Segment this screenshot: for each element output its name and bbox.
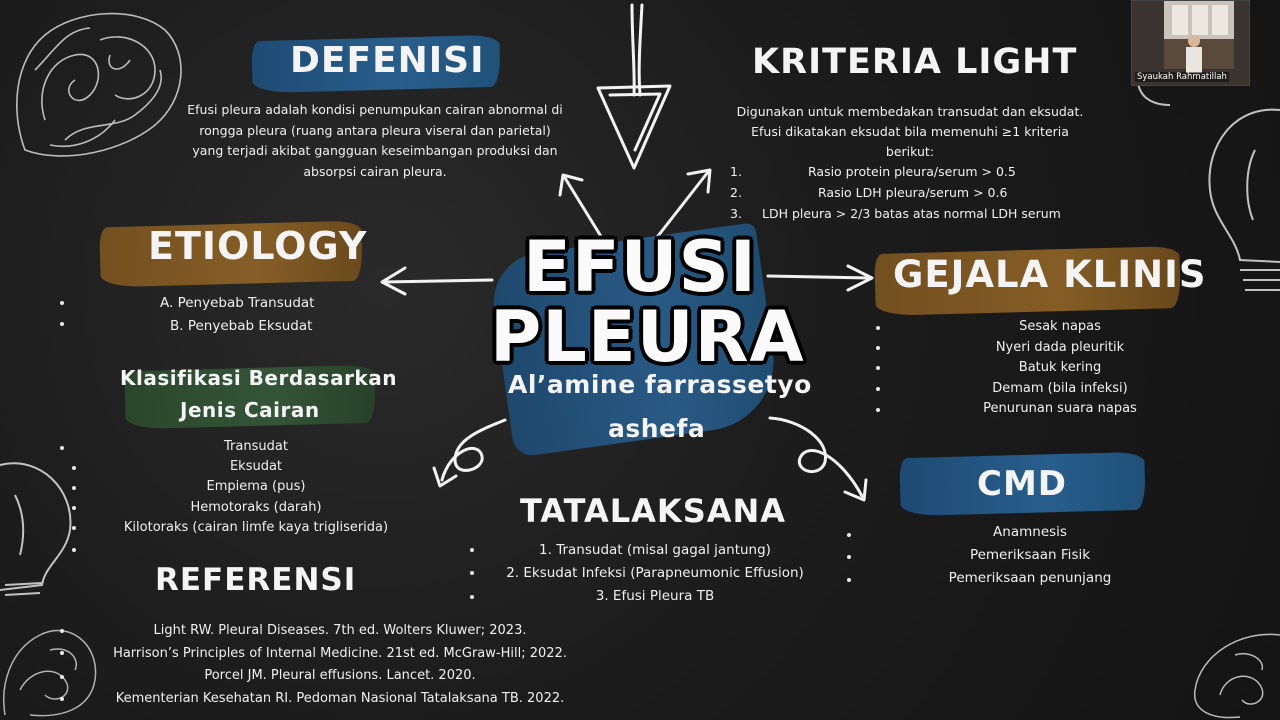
klasifikasi-heading-1: Klasifikasi Berdasarkan <box>120 366 397 390</box>
participant-video-tile[interactable]: Syaukah Rahmatillah <box>1131 0 1250 86</box>
tatalaksana-item: 2. Eksudat Infeksi (Parapneumonic Effusi… <box>506 565 804 581</box>
referensi-item: Kementerian Kesehatan RI. Pedoman Nasion… <box>115 690 565 706</box>
tatalaksana-item: 1. Transudat (misal gagal jantung) <box>539 542 771 558</box>
klasifikasi-list: Transudat Eksudat Empiema (pus) Hemotora… <box>120 437 392 538</box>
cmd-heading: CMD <box>977 464 1068 504</box>
bullet <box>876 366 880 370</box>
bullet <box>72 466 76 470</box>
brain-doodle-top-left <box>16 12 182 157</box>
bullet <box>876 326 880 330</box>
bullet <box>72 506 76 510</box>
kriteria-intro-line: Digunakan untuk membedakan transudat dan… <box>736 104 1084 119</box>
defenisi-line: Efusi pleura adalah kondisi penumpukan c… <box>187 102 563 117</box>
defenisi-text: Efusi pleura adalah kondisi penumpukan c… <box>180 100 570 182</box>
referensi-item: Harrison’s Principles of Internal Medici… <box>113 645 567 661</box>
tatalaksana-item: 3. Efusi Pleura TB <box>595 588 715 604</box>
bullet <box>876 408 880 412</box>
main-title-line1: EFUSI <box>523 226 757 308</box>
gejala-item: Batuk kering <box>1018 360 1102 375</box>
kriteria-item-2: Rasio LDH pleura/serum > 0.6 <box>818 185 1008 200</box>
bullet <box>470 595 474 599</box>
participant-name: Syaukah Rahmatillah <box>1135 72 1229 82</box>
kriteria-intro-line: berikut: <box>885 144 935 159</box>
defenisi-heading: DEFENISI <box>290 40 485 81</box>
bullet <box>60 301 64 305</box>
cmd-item: Pemeriksaan penunjang <box>948 570 1112 586</box>
klasifikasi-item: Empiema (pus) <box>206 479 306 495</box>
cmd-item: Pemeriksaan Fisik <box>969 547 1091 563</box>
bullet <box>470 571 474 575</box>
referensi-heading: REFERENSI <box>155 562 357 598</box>
klasifikasi-item: Kilotoraks (cairan limfe kaya trigliseri… <box>123 519 389 535</box>
bullet <box>72 486 76 490</box>
referensi-item: Light RW. Pleural Diseases. 7th ed. Wolt… <box>153 623 527 638</box>
gejala-item: Sesak napas <box>1019 319 1101 334</box>
kriteria-num-1: 1. <box>730 164 742 179</box>
bullet <box>876 387 880 391</box>
bullet <box>847 555 851 559</box>
referensi-item: Porcel JM. Pleural effusions. Lancet. 20… <box>204 668 476 683</box>
klasifikasi-item: Transudat <box>224 439 288 454</box>
defenisi-line: yang terjadi akibat gangguan keseimbanga… <box>192 143 558 158</box>
lightbulb-doodle-right <box>1208 108 1280 291</box>
author-line2: ashefa <box>608 414 706 443</box>
klasifikasi-item: Hemotoraks (darah) <box>190 499 322 515</box>
gejala-item: Demam (bila infeksi) <box>992 380 1128 396</box>
bullet <box>470 548 474 552</box>
etiology-item: B. Penyebab Eksudat <box>170 318 313 334</box>
gejala-item: Penurunan suara napas <box>983 401 1137 416</box>
kriteria-intro: Digunakan untuk membedakan transudat dan… <box>715 102 1105 162</box>
bullet <box>60 446 64 450</box>
bullet <box>60 322 64 326</box>
gejala-heading: GEJALA KLINIS <box>893 253 1207 296</box>
klasifikasi-heading-2: Jenis Cairan <box>180 398 320 422</box>
kriteria-item-1: Rasio protein pleura/serum > 0.5 <box>808 164 1016 179</box>
bullet <box>60 651 64 655</box>
kriteria-intro-line: Efusi dikatakan eksudat bila memenuhi ≥1… <box>751 124 1069 139</box>
brain-doodle-bottom-right <box>1194 633 1280 719</box>
kriteria-num-3: 3. <box>730 206 742 221</box>
defenisi-line: absorpsi cairan pleura. <box>303 163 447 179</box>
webcam-video-frame <box>1132 1 1249 85</box>
kriteria-num-2: 2. <box>730 185 742 200</box>
etiology-item: A. Penyebab Transudat <box>160 295 315 311</box>
bullet <box>60 675 64 679</box>
etiology-heading: ETIOLOGY <box>148 224 368 268</box>
brain-doodle-bottom-left <box>3 629 97 717</box>
main-title-line2: PLEURA <box>490 296 805 378</box>
cmd-item: Anamnesis <box>993 524 1067 540</box>
bullet <box>847 578 851 582</box>
bullet <box>60 697 64 701</box>
defenisi-line: rongga pleura (ruang antara pleura viser… <box>199 122 551 138</box>
lightbulb-doodle-left <box>0 462 72 596</box>
bullet <box>72 526 76 530</box>
klasifikasi-item: Eksudat <box>229 459 283 475</box>
kriteria-item-3: LDH pleura > 2/3 batas atas normal LDH s… <box>762 206 1061 221</box>
bullet <box>60 629 64 633</box>
bullet <box>847 533 851 537</box>
author-line1: Al’amine farrassetyo <box>508 370 812 399</box>
cmd-list: Anamnesis Pemeriksaan Fisik Pemeriksaan … <box>930 521 1130 590</box>
tatalaksana-list: 1. Transudat (misal gagal jantung) 2. Ek… <box>490 539 820 608</box>
kriteria-heading: KRITERIA LIGHT <box>752 42 1078 82</box>
gejala-list: Sesak napas Nyeri dada pleuritik Batuk k… <box>960 317 1160 420</box>
referensi-list: Light RW. Pleural Diseases. 7th ed. Wolt… <box>80 620 600 710</box>
bullet <box>876 346 880 350</box>
tatalaksana-heading: TATALAKSANA <box>520 492 787 530</box>
bullet <box>72 548 76 552</box>
center-arrows <box>380 3 874 502</box>
gejala-item: Nyeri dada pleuritik <box>995 339 1125 355</box>
